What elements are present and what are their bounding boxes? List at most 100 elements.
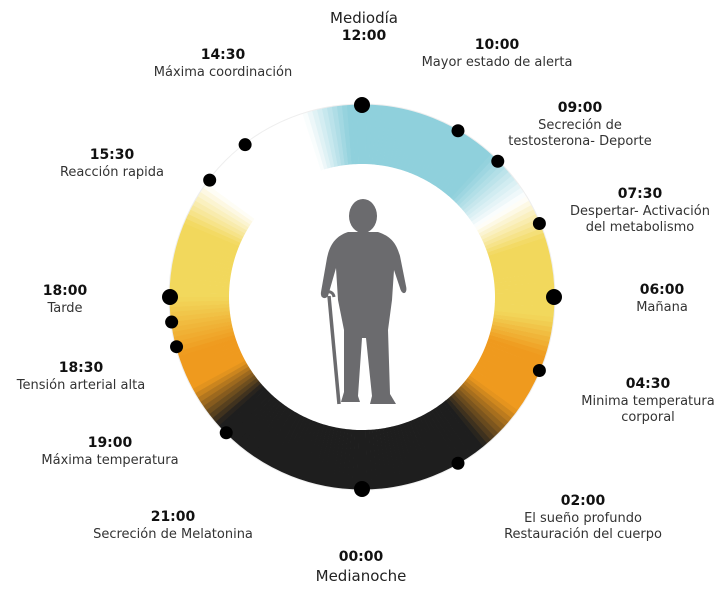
label-0730: 07:30 Despertar- Activación del metaboli… — [560, 186, 720, 236]
ring-segment — [287, 116, 315, 175]
ring-segment — [379, 105, 393, 166]
ring-segment — [494, 303, 555, 313]
time-0900: 09:00 — [557, 100, 603, 116]
ring-segment — [232, 150, 276, 199]
ring-segment — [492, 256, 552, 273]
ring-segment — [488, 236, 548, 260]
ring-segment — [244, 140, 284, 192]
ring-segment — [448, 149, 492, 199]
ring-segment — [179, 227, 238, 253]
ring-segment — [214, 167, 264, 211]
ring-segment — [455, 160, 502, 206]
desc-0600: Mañana — [636, 299, 688, 315]
ring-segment — [480, 354, 537, 385]
ring-segment — [197, 191, 251, 228]
clock-ring — [168, 103, 556, 491]
label-0430: 04:30 Minima temperatura corporal — [570, 376, 722, 426]
ring-segment — [183, 347, 241, 376]
ring-segment — [341, 429, 352, 490]
marker-t2100 — [219, 426, 233, 440]
ring-segment — [170, 310, 231, 323]
time-1530: 15:30 — [89, 147, 135, 163]
label-0200: 02:00 El sueño profundo Restauración del… — [498, 493, 668, 543]
ring-segment — [475, 363, 530, 398]
ring-segment — [471, 187, 524, 225]
ring-segment — [351, 429, 359, 490]
desc-0900-line2: testosterona- Deporte — [508, 133, 652, 149]
ring-segment — [205, 179, 257, 220]
ring-segment — [453, 156, 499, 203]
ring-segment — [321, 107, 338, 167]
ring-segment — [493, 271, 554, 284]
ring-segment — [480, 209, 537, 240]
desc-0430-line1: Minima temperatura — [581, 393, 715, 409]
ring-segment — [419, 122, 450, 179]
ring-segment — [462, 171, 512, 214]
ring-segment — [248, 137, 287, 190]
ring-segment — [465, 377, 516, 419]
time-1800: 18:00 — [42, 283, 88, 299]
ring-segment — [356, 429, 363, 490]
ring-segment — [425, 412, 459, 467]
ring-segment — [274, 122, 305, 179]
marker-noon — [354, 97, 370, 113]
desc-1830: Tensión arterial alta — [16, 377, 146, 393]
ring-segment — [236, 147, 279, 197]
label-noon: Mediodía 12:00 — [316, 9, 412, 45]
ring-segment — [221, 160, 268, 206]
ring-segment — [175, 331, 235, 353]
ring-segment — [265, 412, 299, 467]
ring-segment — [492, 261, 553, 277]
ring-segment — [326, 427, 342, 488]
ring-segment — [202, 183, 255, 222]
ring-segment — [292, 115, 318, 173]
ring-segment — [372, 104, 383, 165]
ring-segment — [482, 350, 539, 381]
ring-segment — [465, 175, 516, 217]
ring-segment — [409, 116, 436, 175]
label-1900: 19:00 Máxima temperatura — [30, 435, 190, 469]
ring-segment — [190, 357, 246, 390]
ring-segment — [316, 426, 335, 486]
ring-segment — [483, 218, 541, 247]
ring-segment — [493, 310, 554, 323]
ring-segment — [185, 213, 242, 244]
ring-segment — [484, 344, 543, 371]
ring-segment — [302, 423, 325, 483]
ring-segment — [174, 247, 234, 267]
ring-segment — [192, 200, 247, 234]
ring-segment — [492, 320, 552, 338]
desc-0200-line2: Restauración del cuerpo — [504, 526, 662, 542]
ring-segment — [240, 400, 282, 451]
ring-segment — [428, 129, 463, 184]
ring-segment — [218, 164, 266, 209]
ring-segment — [269, 125, 302, 181]
ring-segment — [181, 223, 240, 250]
ring-segment — [171, 317, 232, 333]
ring-segment — [415, 120, 446, 177]
ring-segment — [197, 366, 251, 403]
ring-segment — [491, 251, 551, 270]
ring-segment — [170, 266, 231, 280]
desc-1430: Máxima coordinación — [153, 64, 293, 80]
ring-segment — [178, 338, 237, 362]
ring-segment — [442, 400, 484, 451]
ring-segment — [189, 204, 246, 237]
ring-segment — [351, 104, 359, 165]
ring-segment — [379, 428, 393, 489]
ring-segment — [169, 291, 230, 298]
label-0600: 06:00 Mañana — [617, 282, 707, 316]
ring-segment — [406, 421, 432, 479]
ring-segment — [437, 137, 476, 190]
time-1430: 14:30 — [200, 47, 246, 63]
ring-segment — [402, 113, 427, 172]
ring-segment — [194, 196, 249, 231]
ring-segment — [494, 300, 555, 308]
ring-segment — [301, 111, 325, 171]
ring-segment — [256, 132, 293, 186]
ring-segment — [368, 429, 378, 490]
ring-segment — [181, 344, 240, 372]
ring-segment — [440, 402, 480, 454]
ring-segment — [385, 107, 403, 167]
